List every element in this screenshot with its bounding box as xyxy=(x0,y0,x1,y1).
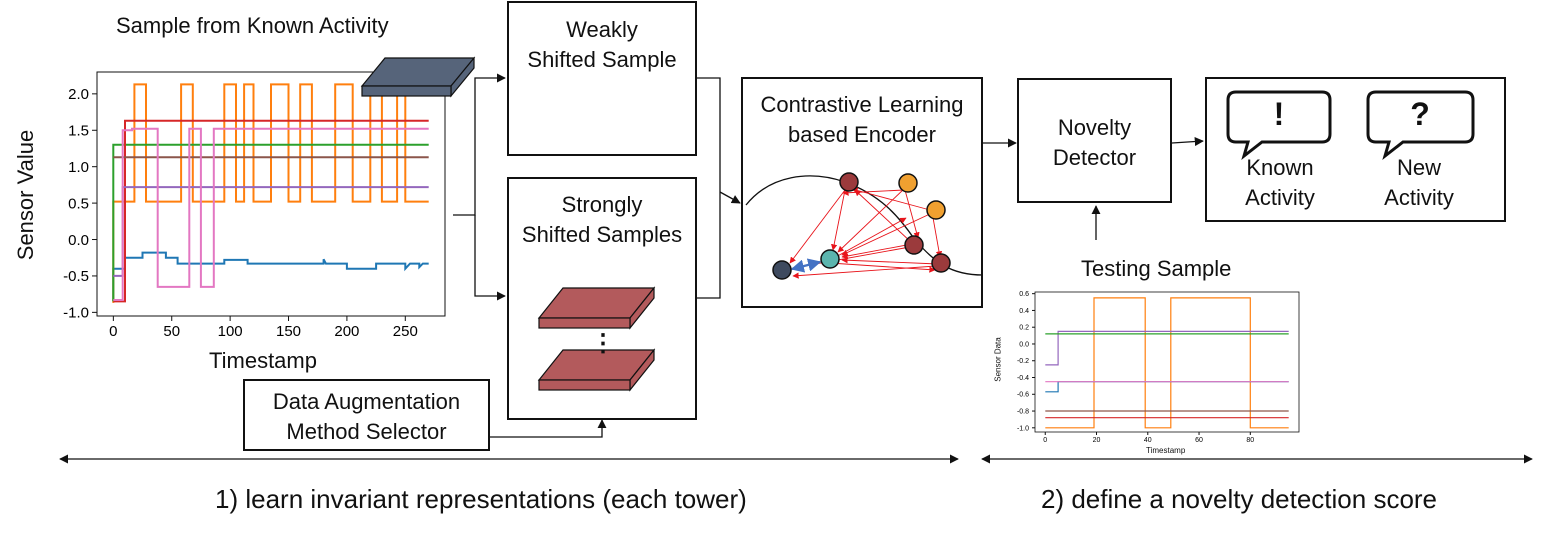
merge-line xyxy=(697,77,721,299)
left-chart-ylabel: Sensor Value xyxy=(13,129,38,261)
x-tick-label: 200 xyxy=(334,323,359,340)
known-symbol: ! xyxy=(1273,96,1285,132)
detector-box-line2: Detector xyxy=(1052,145,1137,170)
y-tick-label: 0.0 xyxy=(68,232,89,249)
known-label-line1: Known xyxy=(1246,155,1314,180)
arrow-to-encoder xyxy=(719,191,741,204)
embedding-node xyxy=(898,173,918,193)
known-activity-bubble-icon xyxy=(1226,90,1332,161)
embedding-node xyxy=(904,235,924,255)
new-label-line2: Activity xyxy=(1384,185,1454,210)
new-activity-bubble-icon xyxy=(1366,90,1475,161)
left-chart-title: Sample from Known Activity xyxy=(116,13,389,38)
series-line xyxy=(1045,297,1289,429)
phase1-label: 1) learn invariant representations (each… xyxy=(215,484,747,514)
y-tick-label: -1.0 xyxy=(1017,425,1029,432)
augmentation-selector-box: Data Augmentation Method Selector xyxy=(243,379,490,451)
series-line xyxy=(112,143,429,302)
new-symbol: ? xyxy=(1410,96,1430,132)
encoder-box-line2: based Encoder xyxy=(788,122,936,147)
x-tick-label: 100 xyxy=(218,323,243,340)
embedding-node xyxy=(839,172,859,192)
embedding-node xyxy=(820,249,840,269)
outputs-box xyxy=(1205,77,1506,222)
flow-arrows xyxy=(453,73,1204,438)
x-tick-label: 60 xyxy=(1195,437,1203,444)
series-line xyxy=(113,119,429,303)
arrow-to-outputs xyxy=(1171,136,1204,147)
known-label-line2: Activity xyxy=(1245,185,1315,210)
x-tick-label: 150 xyxy=(276,323,301,340)
strong-sample-tensor-icon-1 xyxy=(537,286,656,330)
x-tick-label: 250 xyxy=(393,323,418,340)
embedding-node xyxy=(926,200,946,220)
arrow-to-strong xyxy=(474,215,506,301)
augment-box-line1: Data Augmentation xyxy=(272,389,461,414)
series-line xyxy=(113,127,429,301)
strong-shift-box: Strongly Shifted Samples ⋮ xyxy=(507,177,697,420)
strong-sample-tensor-icon-2 xyxy=(537,348,656,392)
strong-box-line1: Strongly xyxy=(561,192,643,217)
new-label-line1: New xyxy=(1396,155,1441,180)
y-tick-label: -0.5 xyxy=(63,268,89,285)
right-chart-title: Testing Sample xyxy=(1081,256,1232,281)
weak-box-line2: Shifted Sample xyxy=(527,47,677,72)
phase2-label: 2) define a novelty detection score xyxy=(1041,484,1438,514)
series-line xyxy=(112,251,429,302)
embedding-node xyxy=(931,253,951,273)
stack-ellipsis: ⋮ xyxy=(591,330,615,357)
detector-box-line1: Novelty xyxy=(1057,115,1132,140)
encoder-box: Contrastive Learning based Encoder xyxy=(741,77,983,308)
y-tick-label: 0.6 xyxy=(1019,291,1029,298)
negative-pair-arrows xyxy=(789,187,943,279)
y-tick-label: 0.4 xyxy=(1019,308,1029,315)
right-chart-ylabel: Sensor Data xyxy=(993,337,1003,382)
y-tick-label: -0.4 xyxy=(1017,375,1029,382)
left-chart-xlabel: Timestamp xyxy=(209,348,317,373)
arrow-selector-to-strong xyxy=(490,419,607,438)
y-tick-label: 0.0 xyxy=(1019,341,1029,348)
x-tick-label: 20 xyxy=(1093,437,1101,444)
positive-pair-arrow xyxy=(790,258,822,273)
right-plot-frame xyxy=(1034,291,1300,433)
novelty-detector-box: Novelty Detector xyxy=(1017,78,1172,203)
weak-box-line1: Weakly xyxy=(566,17,638,42)
right-chart-xlabel: Timestamp xyxy=(1146,446,1186,455)
x-tick-label: 0 xyxy=(109,323,117,340)
embedding-node xyxy=(772,260,792,280)
y-tick-label: -0.6 xyxy=(1017,392,1029,399)
arrow-to-weak xyxy=(453,73,506,216)
augment-box-line2: Method Selector xyxy=(286,419,447,444)
y-tick-label: 1.0 xyxy=(68,159,89,176)
y-tick-label: -0.8 xyxy=(1017,408,1029,415)
y-tick-label: 2.0 xyxy=(68,86,89,103)
testing-sample-chart: -1.0 -0.8 -0.6 -0.4 -0.2 0.0 0.2 0.4 0.6 0 20 40 60… xyxy=(1017,291,1300,444)
strong-box-line2: Shifted Samples xyxy=(521,222,683,247)
y-tick-label: 0.2 xyxy=(1019,325,1029,332)
y-tick-label: 1.5 xyxy=(68,123,89,140)
encoder-box-line1: Contrastive Learning xyxy=(760,92,964,117)
y-tick-label: -0.2 xyxy=(1017,358,1029,365)
x-tick-label: 50 xyxy=(163,323,180,340)
x-tick-label: 80 xyxy=(1246,437,1254,444)
weak-shift-box: Weakly Shifted Sample xyxy=(507,1,697,156)
y-tick-label: -1.0 xyxy=(63,305,89,322)
series-line xyxy=(1045,330,1289,366)
y-tick-label: 0.5 xyxy=(68,195,89,212)
input-tensor-icon xyxy=(360,56,476,98)
x-tick-label: 0 xyxy=(1043,437,1047,444)
x-tick-label: 40 xyxy=(1144,437,1152,444)
embedding-space xyxy=(745,172,984,280)
known-activity-chart: -1.0 -0.5 0.0 0.5 1.0 1.5 2.0 0 50 100 150 200 250 xyxy=(63,71,446,340)
